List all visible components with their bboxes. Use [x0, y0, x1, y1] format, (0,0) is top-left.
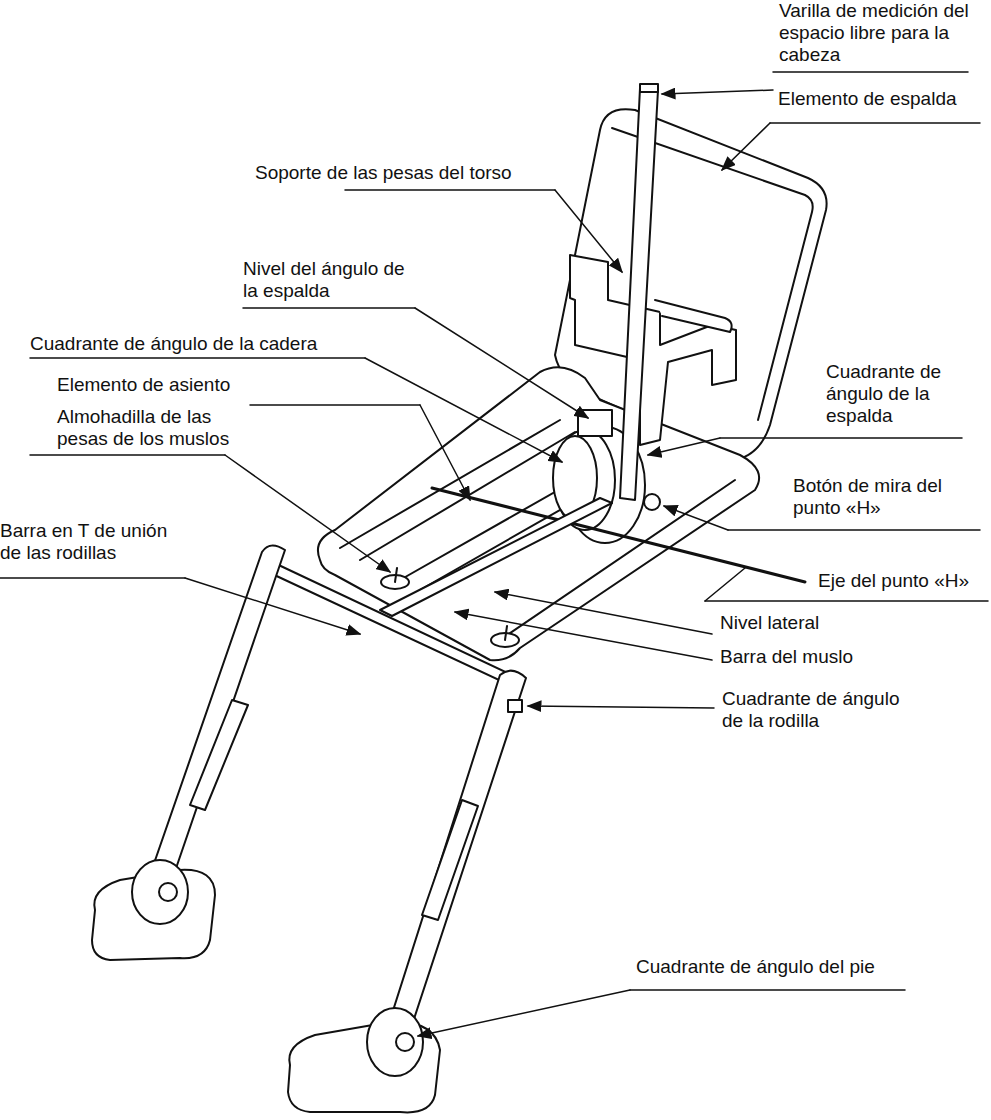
leader-line — [648, 438, 720, 455]
leader-line — [420, 405, 470, 500]
right-leg-slide — [422, 800, 478, 920]
back-level — [578, 410, 612, 436]
underline — [630, 989, 905, 991]
part-label: Barra del muslo — [720, 646, 890, 668]
underline — [30, 454, 225, 456]
rod-top — [640, 84, 658, 92]
left-foot-pin — [159, 883, 177, 901]
leader-line — [528, 706, 714, 708]
underline — [720, 437, 962, 439]
underline — [773, 71, 968, 73]
leader-line — [705, 568, 745, 601]
part-label: Soporte de las pesas del torso — [255, 162, 555, 184]
leader-lines — [0, 72, 988, 1036]
underline — [728, 529, 980, 531]
right-foot-pin — [396, 1033, 414, 1051]
head-rod — [620, 88, 658, 500]
underline — [0, 577, 185, 579]
leader-line — [662, 90, 773, 94]
h-point-axis — [432, 488, 805, 582]
leader-line — [185, 578, 360, 634]
part-label: Botón de mira del punto «H» — [793, 475, 983, 519]
underline — [345, 189, 555, 191]
left-foot-quadrant — [132, 860, 188, 924]
underline — [705, 600, 988, 602]
left-leg-slide — [190, 700, 248, 810]
part-label: Cuadrante de ángulo de la rodilla — [722, 688, 922, 732]
part-label: Cuadrante de ángulo de la espalda — [826, 361, 981, 427]
knee-t-bar — [268, 560, 512, 686]
knee-quadrant — [508, 700, 522, 712]
part-label: Almohadilla de las pesas de los muslos — [57, 406, 239, 450]
part-label: Eje del punto «H» — [818, 570, 988, 592]
underline — [250, 404, 420, 406]
part-label: Nivel del ángulo de la espalda — [243, 258, 408, 302]
part-label: Cuadrante de ángulo de la cadera — [30, 333, 370, 355]
underline — [30, 357, 365, 359]
pad-stem-2 — [505, 626, 507, 640]
torso-bar — [655, 300, 732, 332]
part-label: Nivel lateral — [720, 612, 880, 634]
leader-line — [722, 123, 770, 170]
pad-stem — [395, 568, 397, 582]
seat-floor — [340, 420, 735, 640]
leader-line — [365, 358, 562, 462]
leader-line — [415, 308, 588, 418]
underline — [243, 307, 415, 309]
part-label: Elemento de asiento — [57, 374, 257, 396]
torso-weight-hanger — [570, 255, 736, 445]
part-label: Varilla de medición del espacio libre pa… — [779, 0, 985, 66]
leader-line — [555, 190, 622, 272]
underline — [770, 122, 980, 124]
leader-line — [664, 506, 728, 530]
left-leg — [150, 545, 285, 880]
leader-line — [495, 592, 712, 634]
leader-line — [225, 455, 390, 572]
sight-button — [644, 494, 660, 510]
right-leg — [390, 671, 526, 1025]
part-label: Elemento de espalda — [778, 88, 983, 110]
thigh-bar — [380, 498, 612, 616]
leader-line — [455, 612, 712, 660]
part-label: Barra en T de unión de las rodillas — [0, 520, 190, 564]
right-foot-quadrant — [367, 1008, 423, 1076]
leader-line — [418, 990, 630, 1036]
part-label: Cuadrante de ángulo del pie — [636, 956, 926, 978]
